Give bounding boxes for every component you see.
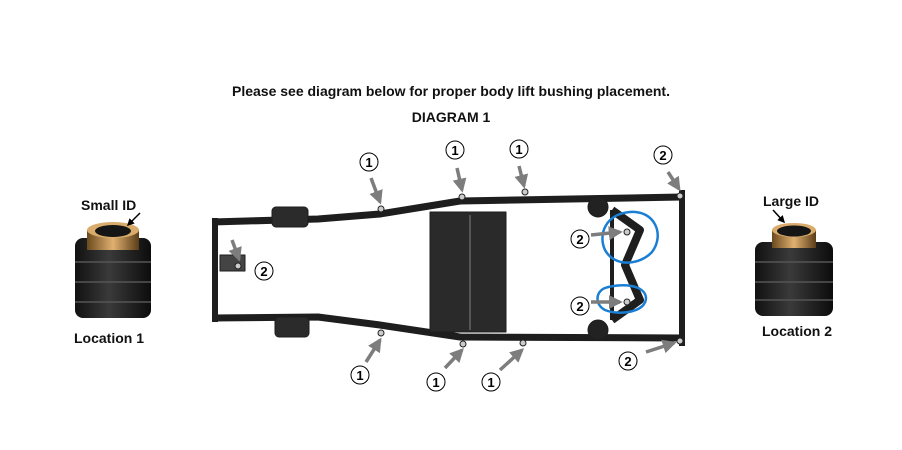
- callout-location-2: 2: [570, 229, 590, 249]
- diagram-title: DIAGRAM 1: [411, 109, 491, 125]
- svg-text:1: 1: [487, 375, 494, 390]
- callout-location-2: 2: [618, 351, 638, 371]
- callout-location-1: 1: [481, 372, 501, 392]
- large-id-pointer-arrow: [772, 209, 786, 224]
- svg-text:1: 1: [515, 142, 522, 157]
- highlight-circle-lower: [596, 284, 648, 314]
- callout-location-1: 1: [426, 372, 446, 392]
- callout-location-2: 2: [570, 296, 590, 316]
- instruction-text: Please see diagram below for proper body…: [232, 83, 670, 99]
- callout-arrows: [228, 165, 681, 372]
- mount-points: [234, 188, 684, 348]
- vehicle-frame: [211, 190, 685, 346]
- svg-text:1: 1: [432, 375, 439, 390]
- small-id-pointer-arrow: [126, 212, 141, 227]
- location-2-label: Location 2: [762, 323, 833, 339]
- callout-location-1: 1: [350, 365, 370, 385]
- callout-location-1: 1: [445, 140, 465, 160]
- callout-location-2: 2: [653, 145, 673, 165]
- highlight-circle-upper: [601, 210, 659, 264]
- svg-text:2: 2: [260, 264, 267, 279]
- svg-text:2: 2: [624, 354, 631, 369]
- svg-text:1: 1: [356, 368, 363, 383]
- svg-text:1: 1: [365, 155, 372, 170]
- callout-location-2: 2: [254, 261, 274, 281]
- location-1-label: Location 1: [74, 330, 145, 346]
- large-id-label: Large ID: [763, 193, 820, 209]
- small-id-label: Small ID: [81, 197, 137, 213]
- svg-text:2: 2: [576, 232, 583, 247]
- small-id-bushing: [75, 222, 151, 318]
- svg-text:1: 1: [451, 143, 458, 158]
- svg-text:2: 2: [659, 148, 666, 163]
- callout-location-1: 1: [509, 139, 529, 159]
- large-id-bushing: [755, 223, 833, 316]
- svg-text:2: 2: [576, 299, 583, 314]
- callout-location-1: 1: [359, 152, 379, 172]
